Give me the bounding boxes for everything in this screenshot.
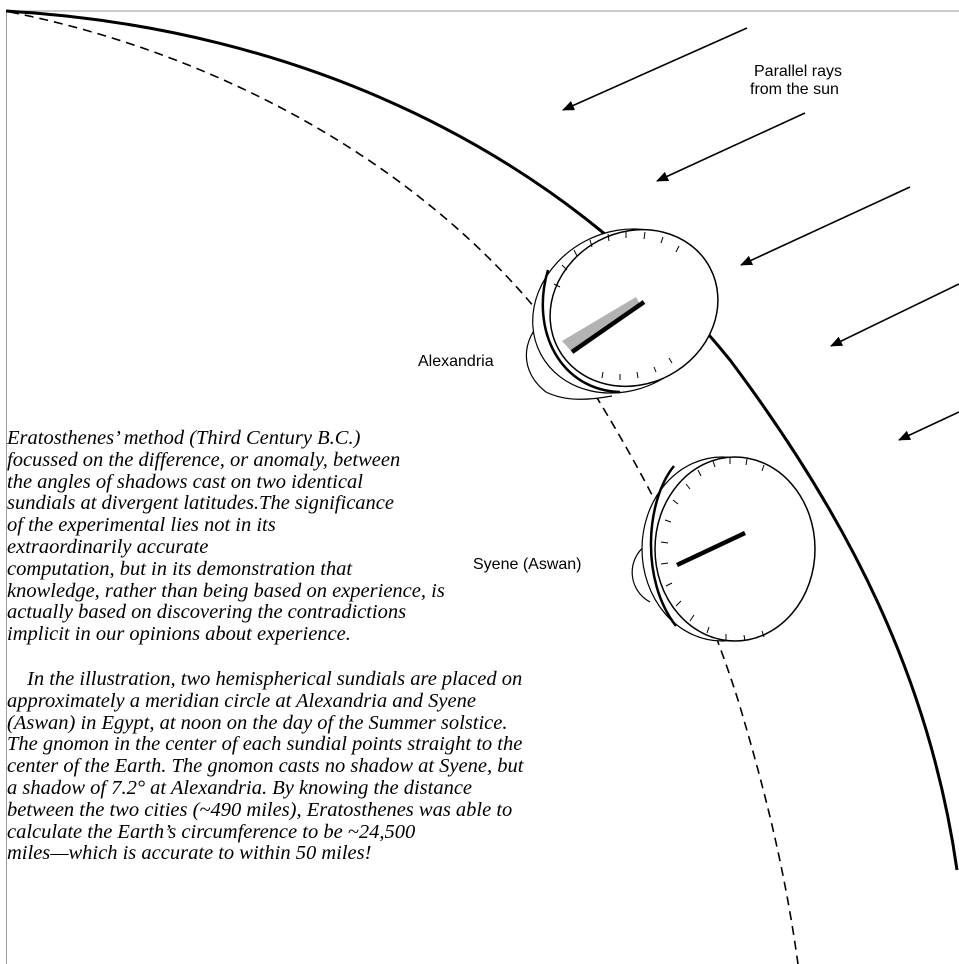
sun-ray <box>562 27 748 111</box>
sundial-bowl-edge <box>649 465 677 627</box>
caption-line: implicit in our opinions about experienc… <box>7 623 351 646</box>
caption-line: focussed on the difference, or anomaly, … <box>7 448 401 471</box>
gnomon <box>676 530 746 568</box>
sun-ray <box>656 112 806 182</box>
sun-ray <box>830 283 959 347</box>
caption-paragraph-1: Eratosthenes’ method (Third Century B.C.… <box>7 427 445 646</box>
meridian-circle-dashed <box>9 11 799 964</box>
sundial-bowl-edge <box>541 269 621 394</box>
caption-line: a shadow of 7.2° at Alexandria. By knowi… <box>7 776 473 799</box>
caption-line: knowledge, rather than being based on ex… <box>7 579 445 602</box>
caption-line: approximately a meridian circle at Alexa… <box>7 689 476 712</box>
sundial-rim-front <box>654 456 816 642</box>
caption-line: The gnomon in the center of each sundial… <box>7 733 523 756</box>
rays-label-line1: Parallel rays <box>754 63 842 80</box>
caption-line: computation, but in its demonstration th… <box>7 557 353 580</box>
sun-rays <box>562 27 959 441</box>
caption-line: of the experimental lies not in its <box>7 514 276 537</box>
caption-line: between the two cities (~490 miles), Era… <box>7 798 513 821</box>
sun-ray <box>898 411 959 441</box>
caption-line: actually based on discovering the contra… <box>7 601 407 624</box>
caption-line: (Aswan) in Egypt, at noon on the day of … <box>7 711 508 734</box>
alexandria-label: Alexandria <box>418 353 494 370</box>
alexandria-sundial <box>525 228 719 400</box>
caption-line: calculate the Earth’s circumference to b… <box>7 820 416 843</box>
syene-label: Syene (Aswan) <box>473 556 582 573</box>
caption-line: miles—which is accurate to within 50 mil… <box>7 842 372 865</box>
caption-line: the angles of shadows cast on two identi… <box>7 470 363 493</box>
sundial-ticks <box>660 458 765 642</box>
caption-line: sundials at divergent latitudes.The sign… <box>7 492 394 515</box>
caption-paragraph-2: In the illustration, two hemispherical s… <box>7 668 524 865</box>
caption-line: Eratosthenes’ method (Third Century B.C.… <box>7 427 361 449</box>
gnomon <box>570 300 646 354</box>
sundial-ticks <box>553 231 680 380</box>
caption-line: extraordinarily accurate <box>7 535 209 558</box>
caption-line: In the illustration, two hemispherical s… <box>27 668 523 690</box>
sun-ray <box>740 186 911 266</box>
rays-label-line2: from the sun <box>750 81 839 98</box>
syene-sundial <box>631 456 816 642</box>
caption-line: center of the Earth. The gnomon casts no… <box>7 755 524 778</box>
gnomon-shadow <box>562 297 640 352</box>
